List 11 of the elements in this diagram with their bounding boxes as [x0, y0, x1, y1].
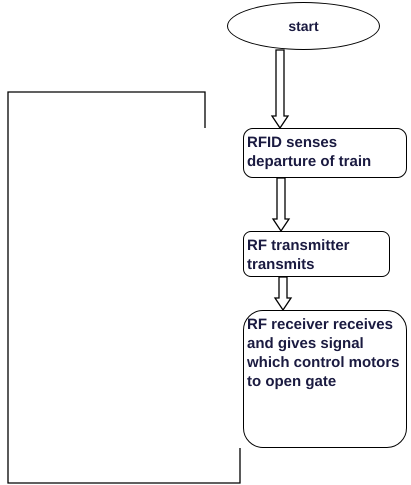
- process-box: [243, 310, 407, 448]
- loop-line: [7, 91, 241, 484]
- process-box: [243, 231, 390, 277]
- process-box: [243, 128, 407, 178]
- step-text: RF transmitter transmits: [247, 236, 351, 274]
- step-text: RFID senses departure of train: [247, 133, 372, 171]
- hollow-arrow: [272, 177, 290, 232]
- hollow-arrow: [274, 276, 292, 312]
- hollow-arrow: [270, 49, 290, 130]
- terminal-label: start: [288, 16, 319, 36]
- step-text: RF receiver receives and gives signal which control motors to open gate: [247, 315, 401, 391]
